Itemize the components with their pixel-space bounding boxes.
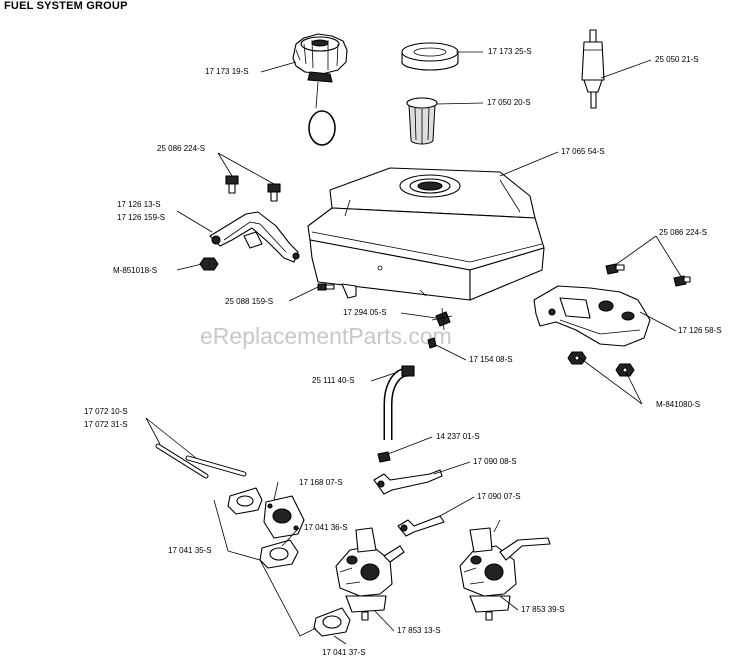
label-choke-lever[interactable]: 17 090 08-S [473,457,517,466]
label-gasket-35[interactable]: 17 041 35-S [168,546,212,555]
label-gasket-36[interactable]: 17 041 36-S [304,523,348,532]
gasket-35-part[interactable] [227,487,263,515]
label-bracket-b[interactable]: 17 126 159-S [117,213,165,222]
label-left-nut[interactable]: M-851018-S [113,266,157,275]
fuel-hose-part[interactable] [383,365,415,440]
hose-clamp-part[interactable] [377,451,391,463]
inline-filter-part[interactable] [581,29,605,109]
carburetor-b-part[interactable] [459,519,551,621]
label-right-nuts[interactable]: M-841080-S [656,400,700,409]
label-tank-screw[interactable]: 25 088 159-S [225,297,273,306]
label-carburetor-a[interactable]: 17 853 13-S [397,626,441,635]
label-gasket-37[interactable]: 17 041 37-S [322,648,366,657]
right-bracket-part[interactable] [533,285,651,347]
label-strainer[interactable]: 17 050 20-S [487,98,531,107]
fuel-valve-part[interactable] [431,307,453,331]
watermark: eReplacementParts.com [200,323,452,349]
left-nut-part[interactable] [199,257,219,271]
carburetor-a-part[interactable] [335,527,405,621]
label-rod-a[interactable]: 17 072 10-S [84,407,128,416]
throttle-link-part[interactable] [397,515,445,537]
fuel-cap-part[interactable] [292,33,348,146]
label-inline-filter[interactable]: 25 050 21-S [655,55,699,64]
label-right-bracket[interactable]: 17 126 58-S [678,326,722,335]
left-bracket-part[interactable] [209,211,300,263]
label-bracket-a[interactable]: 17 126 13-S [117,200,161,209]
label-rod-b[interactable]: 17 072 31-S [84,420,128,429]
label-hose-clip[interactable]: 17 154 08-S [469,355,513,364]
label-hose-clamp[interactable]: 14 237 01-S [436,432,480,441]
part-labels: 17 173 19-S 17 173 25-S 25 050 21-S 17 0… [84,47,722,657]
label-carburetor-b[interactable]: 17 853 39-S [521,605,565,614]
label-cap-seal[interactable]: 17 173 25-S [488,47,532,56]
label-fuel-tank[interactable]: 17 065 54-S [561,147,605,156]
label-fuel-valve[interactable]: 17 294 05-S [343,308,387,317]
hose-clip-part[interactable] [427,337,437,349]
leader-lines [145,51,683,645]
rods-part[interactable] [155,443,247,479]
label-fuel-hose[interactable]: 25 111 40-S [312,376,354,385]
left-bolts-part[interactable] [225,175,281,202]
label-left-bolts[interactable]: 25 086 224-S [157,144,205,153]
right-bolts-part[interactable] [605,263,691,287]
right-nuts-part[interactable] [567,351,635,377]
gasket-36-part[interactable] [259,539,299,569]
carb-spacer-part[interactable] [263,495,305,539]
label-throttle-link[interactable]: 17 090 07-S [477,492,521,501]
label-right-bolts[interactable]: 25 086 224-S [659,228,707,237]
fuel-tank-part[interactable] [307,167,545,301]
diagram-title: FUEL SYSTEM GROUP [4,0,128,12]
label-carb-spacer[interactable]: 17 168 07-S [299,478,343,487]
tank-screw-part[interactable] [317,283,335,291]
choke-lever-part[interactable] [373,469,443,495]
gasket-37-part[interactable] [313,607,351,637]
cap-seal-part[interactable] [401,42,459,71]
strainer-part[interactable] [406,97,438,145]
label-fuel-cap[interactable]: 17 173 19-S [205,67,249,76]
